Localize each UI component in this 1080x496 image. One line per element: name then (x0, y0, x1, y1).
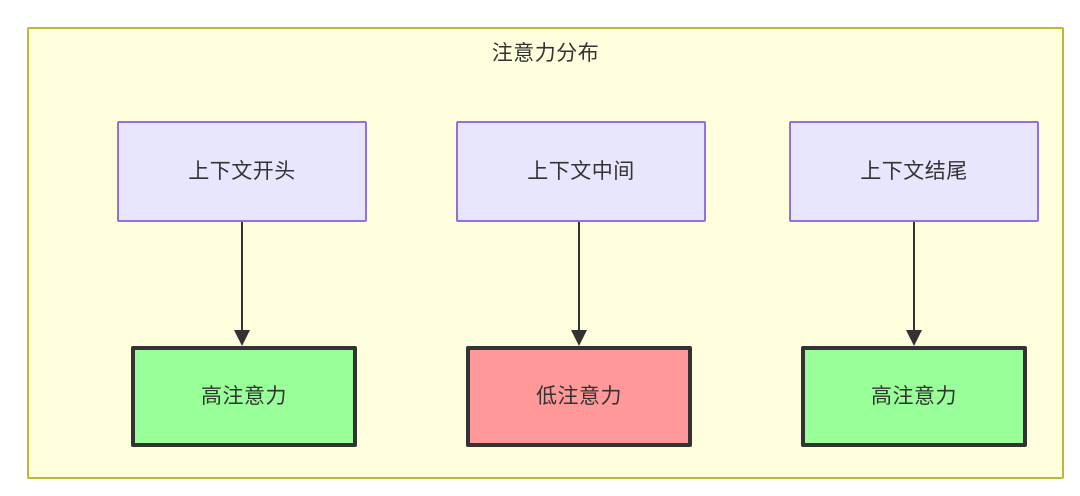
node-low-attention-middle[interactable]: 低注意力 (466, 346, 692, 447)
node-high-attention-start-label: 高注意力 (201, 384, 287, 408)
node-high-attention-end[interactable]: 高注意力 (801, 346, 1027, 447)
edge-context-middle-to-low-attention (567, 222, 591, 348)
edge-context-start-to-high-attention (230, 222, 254, 348)
node-context-end[interactable]: 上下文结尾 (789, 121, 1039, 222)
arrowhead-down-icon (234, 330, 250, 346)
node-low-attention-middle-label: 低注意力 (536, 384, 622, 408)
node-context-start-label: 上下文开头 (188, 159, 296, 183)
node-high-attention-start[interactable]: 高注意力 (131, 346, 357, 447)
edge-context-end-to-high-attention (902, 222, 926, 348)
node-context-start[interactable]: 上下文开头 (117, 121, 367, 222)
node-context-end-label: 上下文结尾 (860, 159, 968, 183)
node-high-attention-end-label: 高注意力 (871, 384, 957, 408)
attention-distribution-container: 注意力分布 上下文开头 上下文中间 上下文结尾 (27, 27, 1064, 479)
node-context-middle-label: 上下文中间 (527, 159, 635, 183)
arrowhead-down-icon (906, 330, 922, 346)
diagram-title: 注意力分布 (491, 42, 600, 65)
node-context-middle[interactable]: 上下文中间 (456, 121, 706, 222)
arrowhead-down-icon (571, 330, 587, 346)
